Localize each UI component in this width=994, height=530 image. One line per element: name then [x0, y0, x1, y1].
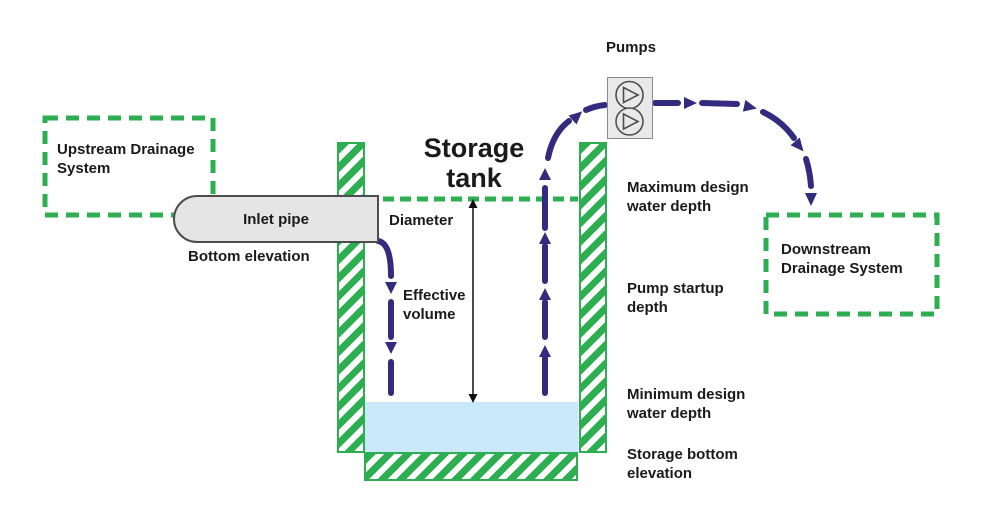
inlet-pipe-label: Inlet pipe — [243, 210, 309, 228]
diameter-label: Diameter — [389, 212, 454, 229]
outflow-pipe-path — [539, 102, 608, 396]
tank-water — [365, 402, 578, 452]
pump-startup-label: Pump startup depth — [627, 280, 724, 317]
pump-station-box — [607, 77, 653, 139]
pump-discharge-path — [652, 97, 817, 206]
effective-volume-label: Effective volume — [403, 287, 466, 324]
pump-icon — [615, 80, 644, 110]
tank-right-wall — [579, 142, 607, 453]
downstream-drainage-label: Downstream Drainage System — [781, 241, 903, 278]
upstream-drainage-label: Upstream Drainage System — [57, 141, 195, 178]
min-depth-label: Minimum design water depth — [627, 386, 746, 423]
pump-icons — [615, 80, 644, 136]
inflow-pipe-path — [375, 238, 397, 396]
pump-icon — [615, 107, 644, 136]
storage-bottom-label: Storage bottom elevation — [627, 446, 738, 483]
bottom-elevation-label: Bottom elevation — [188, 248, 310, 265]
measure-arrowhead-up — [468, 199, 478, 208]
inlet-pipe: Inlet pipe — [173, 195, 379, 243]
upstream-drainage-box — [42, 115, 216, 218]
storage-tank-title: Storage tank — [423, 133, 525, 194]
pumps-label: Pumps — [606, 39, 657, 56]
measure-arrowhead-down — [468, 394, 478, 403]
tank-bottom-slab — [364, 452, 578, 481]
max-depth-label: Maximum design water depth — [627, 179, 749, 216]
downstream-drainage-box — [763, 212, 940, 317]
tank-left-wall — [337, 142, 365, 453]
